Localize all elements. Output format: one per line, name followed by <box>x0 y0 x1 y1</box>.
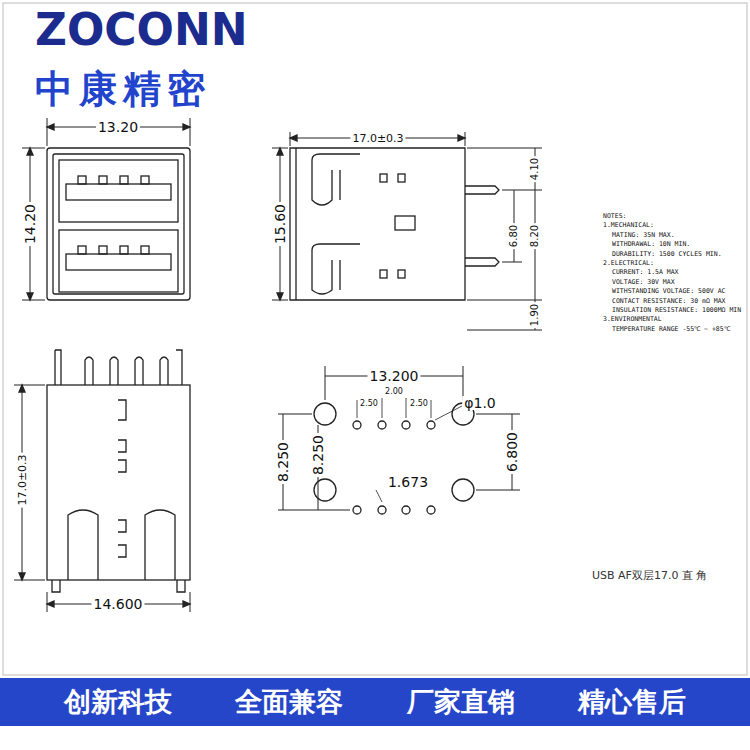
dimension: 8.20 <box>530 223 540 249</box>
spec-note: VOLTAGE: 30V MAX <box>612 279 675 286</box>
dimension: 6.80 <box>509 223 519 249</box>
dimension: 14.20 <box>23 202 37 246</box>
brand-logo: ZOCONN <box>35 8 248 52</box>
spec-note: CURRENT: 1.5A MAX <box>612 269 679 276</box>
dimension: 8.250 <box>311 433 325 477</box>
dimension: 1.673 <box>386 475 430 489</box>
dimension: 4.10 <box>530 156 540 182</box>
dimension: 13.20 <box>96 120 140 134</box>
spec-note: WITHSTANDING VOLTAGE: 500V AC <box>612 288 726 295</box>
dimension: 1.90 <box>530 302 540 328</box>
dimension: 17.0±0.3 <box>350 133 405 144</box>
slogan-text: 厂家直销 <box>407 684 515 720</box>
brand-logo: 中康精密 <box>35 70 211 108</box>
spec-note: INSULATION RESISTANCE: 1000MΩ MIN <box>612 307 741 314</box>
spec-note: NOTES: <box>603 213 626 220</box>
spec-note: DURABILITY: 1500 CYCLES MIN. <box>612 251 722 258</box>
spec-note: WITHDRAWAL: 10N MIN. <box>612 241 690 248</box>
dimension: 13.200 <box>368 369 421 383</box>
spec-note: CONTACT RESISTANCE: 30 mΩ MAX <box>612 298 726 305</box>
dimension: 14.600 <box>92 597 145 611</box>
slogan-band: 创新科技 全面兼容 厂家直销 精心售后 <box>0 678 750 726</box>
dimension: 2.00 <box>385 388 403 396</box>
dimension: φ1.0 <box>462 396 498 410</box>
dimension: 2.50 <box>360 400 378 408</box>
slogan-text: 创新科技 <box>64 684 172 720</box>
slogan-text: 精心售后 <box>578 684 686 720</box>
part-name: USB AF双层17.0 直 角 <box>592 570 707 581</box>
slogan-text: 全面兼容 <box>235 684 343 720</box>
spec-note: 3.ENVIRONMENTAL <box>603 316 662 323</box>
dimension: 8.250 <box>276 440 290 484</box>
dimension: 17.0±0.3 <box>17 452 28 507</box>
spec-note: 1.MECHANICAL: <box>603 222 654 229</box>
dimension: 2.50 <box>410 400 428 408</box>
spec-note: TEMPERATURE RANGE -55℃ ~ +85℃ <box>612 326 730 333</box>
dimension: 15.60 <box>273 202 287 246</box>
spec-note: MATING: 35N MAX. <box>612 232 675 239</box>
dimension: 6.800 <box>505 430 519 474</box>
spec-note: 2.ELECTRICAL: <box>603 260 654 267</box>
